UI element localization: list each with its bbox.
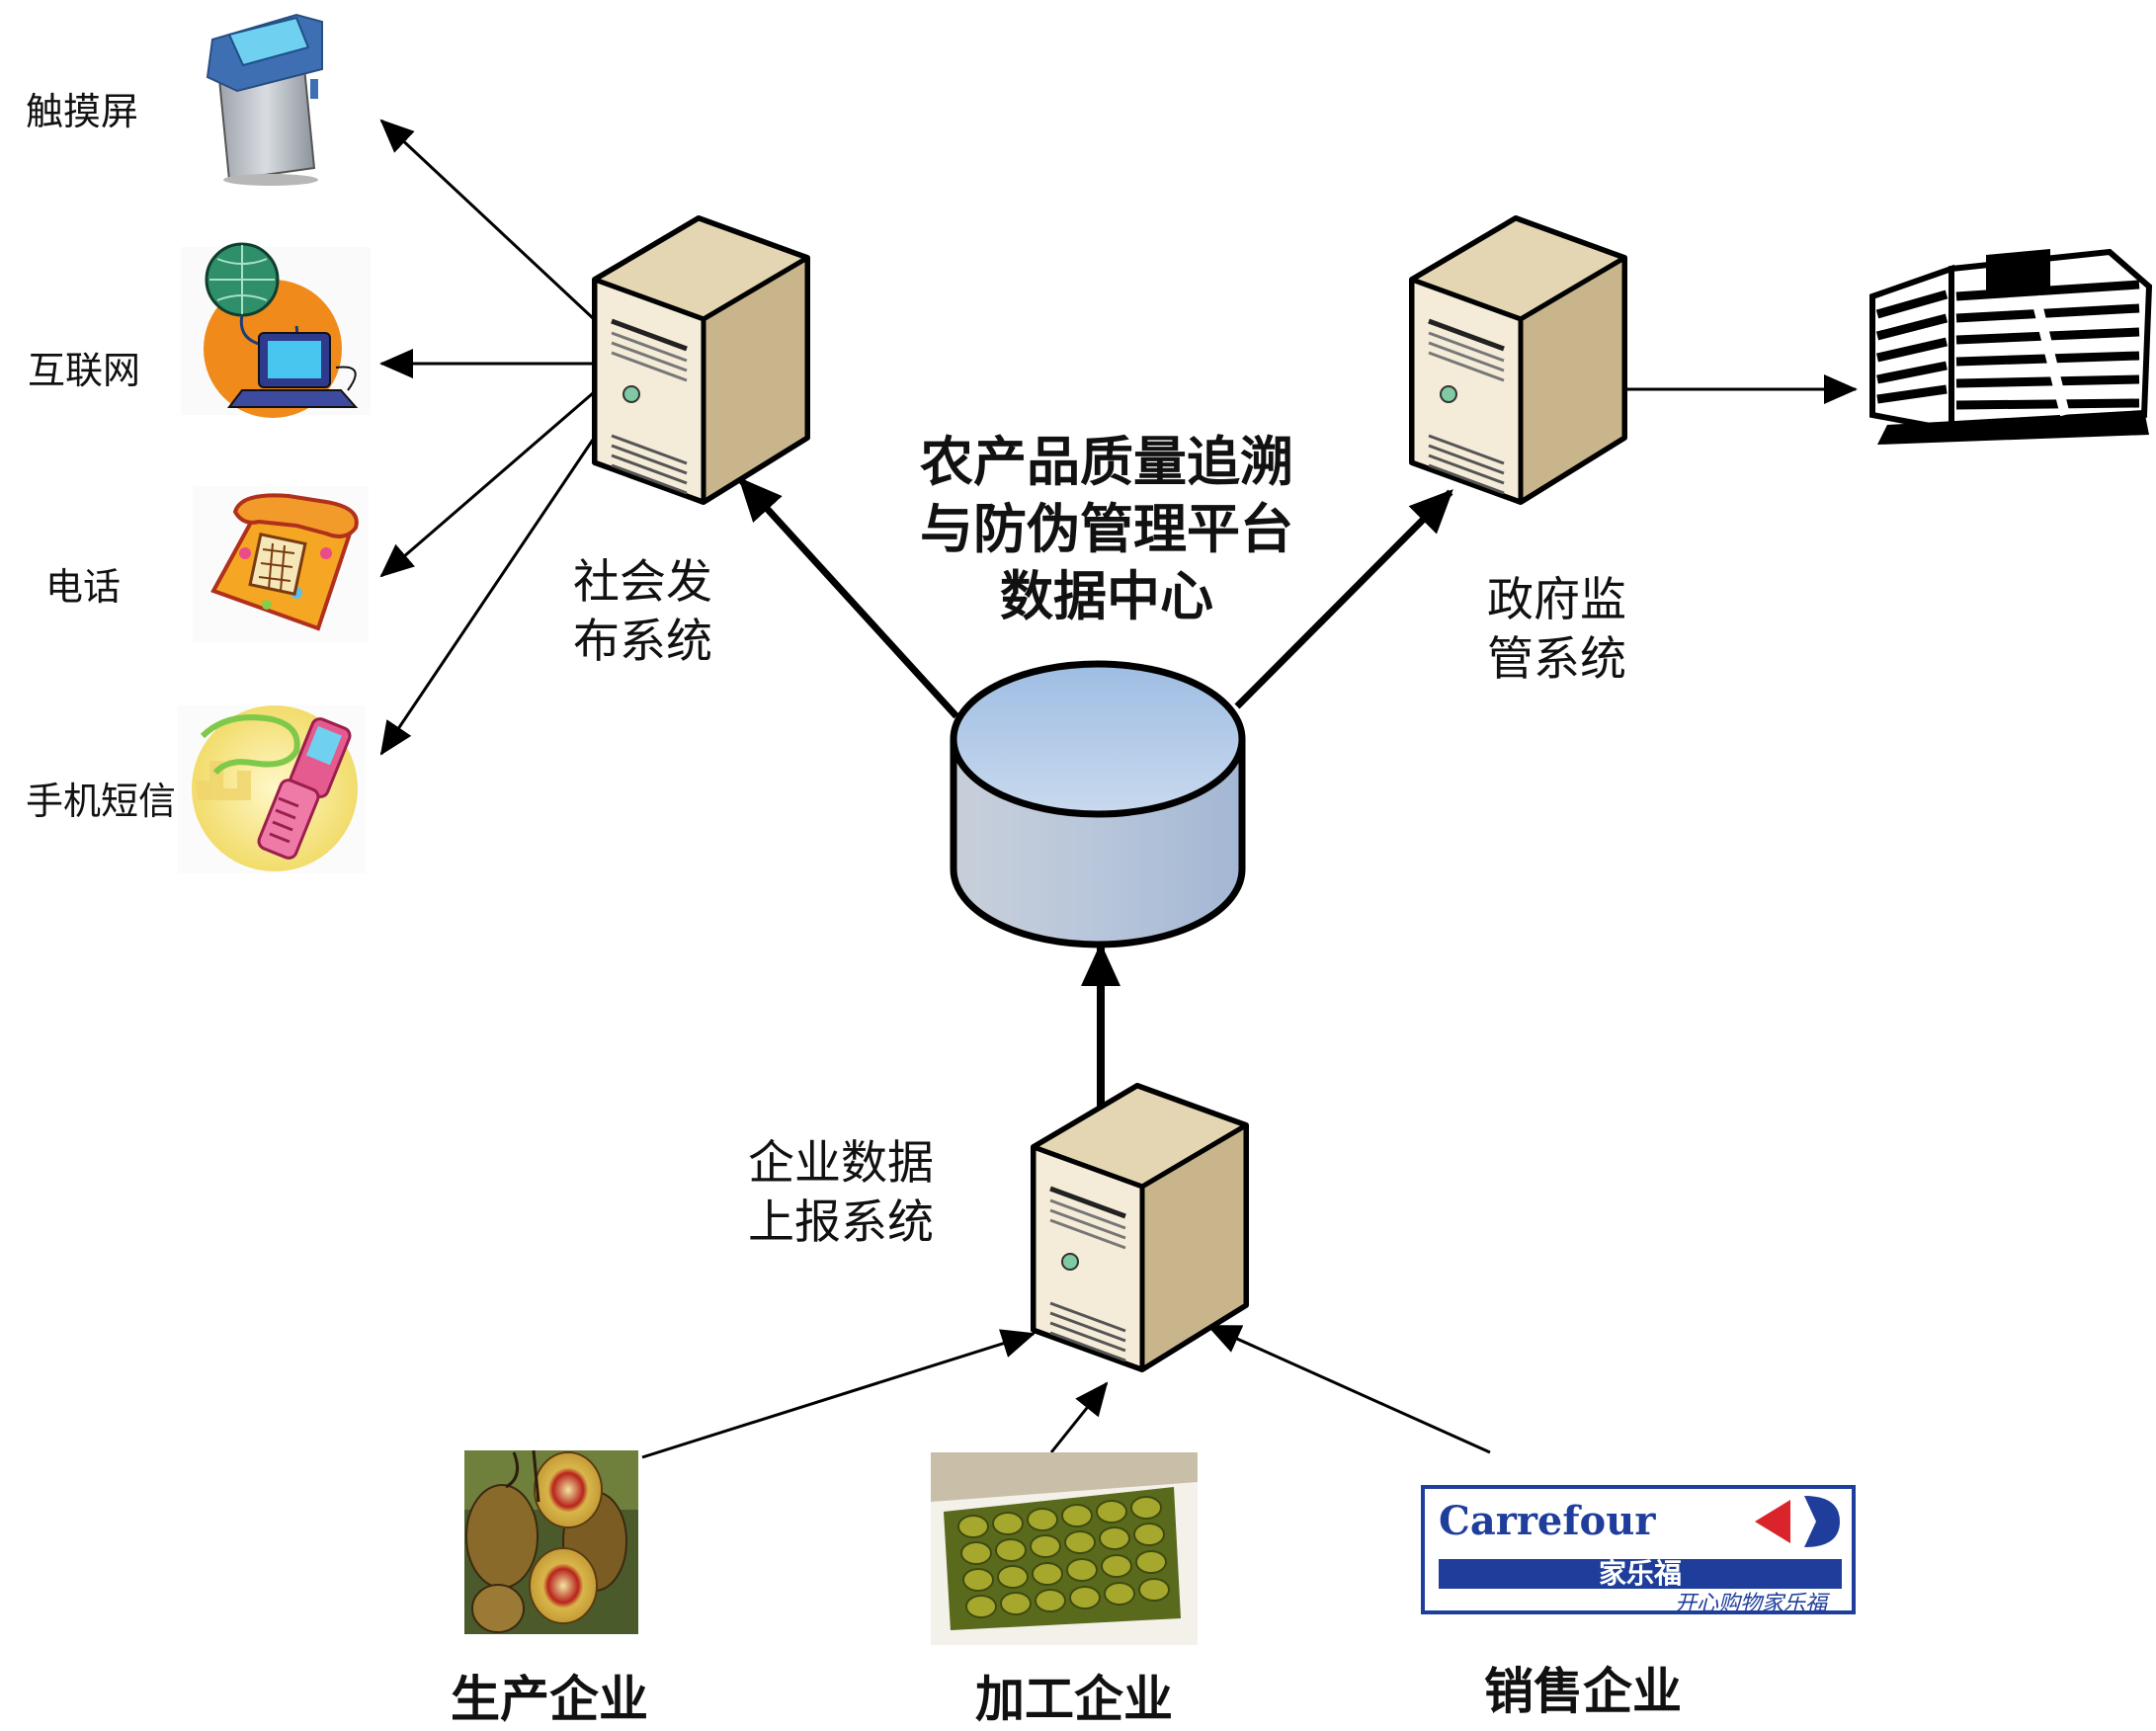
sales-enterprise-label: 销售企业 [1484,1663,1682,1720]
telephone-icon [193,486,369,642]
production-enterprise-label: 生产企业 [451,1671,648,1728]
government-system-label: 政府监 管系统 [1487,571,1626,690]
publish-system-line2: 布系统 [573,615,712,669]
arrow-processing-to-enterprise [1049,1381,1109,1453]
government-server-icon [1412,218,1624,502]
enterprise-system-line1: 企业数据 [748,1136,934,1191]
enterprise-system-line2: 上报系统 [748,1195,934,1250]
arrow-publish-to-sms [379,439,595,756]
arrow-publish-to-phone [379,391,594,578]
channel-phone-label: 电话 [45,565,122,609]
connectors [379,119,1858,1459]
kiwi-box-photo [931,1452,1198,1645]
data-center-title-line1: 农产品质量追溯 [920,431,1293,493]
data-center-title-line2: 与防伪管理平台 [920,498,1293,560]
enterprise-server-icon [1034,1086,1246,1369]
government-system-line2: 管系统 [1487,632,1626,687]
mobile-phone-icon [178,705,366,873]
globe-computer-icon [181,242,371,418]
carrefour-logo: Carrefour 家乐福 开心购物家乐福 [1421,1485,1856,1616]
arrow-production-to-enterprise [641,1329,1036,1459]
data-center-title: 农产品质量追溯 与防伪管理平台 数据中心 [904,429,1309,630]
database-cylinder-icon [950,660,1246,948]
publish-system-label: 社会发 布系统 [573,553,712,672]
enterprise-system-label: 企业数据 上报系统 [748,1134,934,1253]
publish-server-icon [595,218,807,502]
carrefour-brand-text: Carrefour [1439,1498,1656,1544]
channel-touchscreen-label: 触摸屏 [26,90,139,133]
arrow-database-to-government [1234,489,1453,709]
carrefour-cn-text: 家乐福 [1599,1557,1682,1590]
kiwi-cluster [957,1496,1170,1618]
government-system-line1: 政府监 [1487,573,1626,627]
government-building-icon [1860,209,2154,454]
kiwi-fruit-photo [464,1449,638,1634]
kiosk-icon [206,13,323,186]
arrow-sales-to-enterprise [1206,1324,1491,1454]
arrow-database-to-publish [738,477,959,719]
data-center-title-line3: 数据中心 [1000,565,1213,627]
arrow-publish-to-touchscreen [379,119,595,320]
carrefour-slogan-text: 开心购物家乐福 [1675,1592,1831,1616]
publish-system-line1: 社会发 [573,555,712,610]
channel-sms-label: 手机短信 [26,780,177,823]
processing-enterprise-label: 加工企业 [975,1671,1173,1728]
channel-internet-label: 互联网 [28,349,141,392]
